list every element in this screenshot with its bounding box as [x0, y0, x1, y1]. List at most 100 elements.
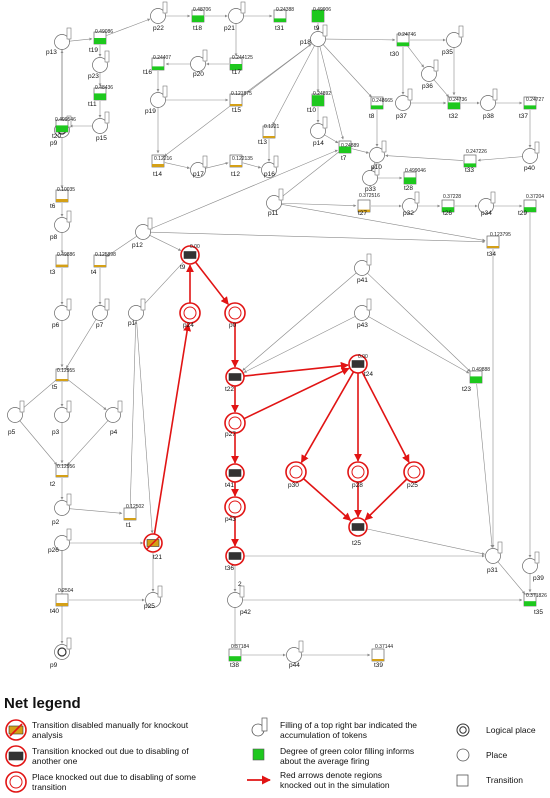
firing-fill	[372, 659, 384, 661]
place-p15	[92, 111, 110, 134]
token-bar-icon	[497, 541, 503, 554]
firing-value-label: 0.24388	[276, 7, 294, 13]
legend-place-label: Place	[486, 750, 508, 760]
firing-value-label: 0.49886	[57, 252, 75, 258]
firing-fill	[56, 125, 68, 132]
firing-fill	[358, 210, 370, 212]
node-label: p15	[96, 135, 107, 142]
node-label: p16	[264, 171, 275, 178]
arc-t25-p31	[366, 528, 485, 556]
arc-t7-p10	[351, 148, 370, 154]
token-bar-icon	[534, 551, 540, 564]
place-p26	[54, 528, 72, 551]
transition-t8	[370, 96, 384, 110]
node-label: t28	[404, 185, 413, 192]
place-p42	[227, 585, 245, 608]
place-circle	[190, 162, 206, 178]
transition-t2	[55, 464, 69, 478]
token-bar-icon	[162, 1, 168, 14]
node-label: p36	[422, 83, 433, 90]
firing-value-label: 0.372516	[359, 193, 380, 199]
place-circle	[7, 407, 23, 423]
transition-t32	[447, 96, 461, 110]
place-p14	[310, 116, 328, 139]
transition-t10	[311, 93, 325, 107]
node-label: p22	[153, 25, 164, 32]
legend-place-shape-icon	[456, 748, 470, 762]
transition-t35	[523, 593, 537, 607]
transition-t12	[229, 154, 243, 168]
transition-t4	[93, 254, 107, 268]
node-label: p43	[225, 516, 236, 523]
place-p32	[402, 191, 420, 214]
firing-value-label: 0.00	[358, 354, 368, 360]
knockout-arc-t21-p24	[153, 323, 192, 535]
place-p34	[478, 191, 496, 214]
arc-t5-p5	[21, 379, 57, 410]
node-label: p7	[96, 322, 104, 329]
node-label: t22	[225, 386, 234, 393]
firing-fill	[94, 38, 106, 44]
node-label: p38	[483, 113, 494, 120]
place-circle	[105, 407, 121, 423]
node-label: p10	[371, 164, 382, 171]
node-label: p23	[88, 73, 99, 80]
firing-value-label: 0.12956	[57, 464, 75, 470]
token-bar-icon	[202, 49, 208, 62]
token-bar-icon	[162, 85, 168, 98]
place-p20	[190, 49, 208, 72]
token-bar-icon	[490, 191, 496, 204]
node-label: t11	[88, 101, 97, 108]
transition-t26	[441, 199, 455, 213]
place-p11	[266, 188, 284, 211]
firing-fill	[56, 475, 68, 477]
arc-t5-p4	[67, 379, 107, 410]
place-p38	[480, 88, 498, 111]
place-circle	[446, 32, 462, 48]
transition-t3	[55, 254, 69, 268]
firing-value-label: 0.248665	[372, 98, 393, 104]
node-label: t39	[374, 662, 383, 669]
arc-p36-t32	[433, 79, 450, 98]
place-p24	[179, 302, 201, 324]
firing-fill	[371, 105, 383, 109]
firing-value-label: 0.37204	[526, 194, 544, 200]
arc-t14-p17	[164, 162, 191, 170]
firing-fill	[524, 105, 536, 109]
arc-p18-t8	[322, 44, 372, 98]
legend-green-text: Degree of green color filling informs ab…	[280, 746, 417, 766]
node-label: t41	[225, 482, 234, 489]
place-circle	[54, 535, 70, 551]
node-label: p8	[50, 234, 58, 241]
firing-fill	[124, 518, 136, 520]
token-bar-icon	[117, 400, 123, 413]
token-bar-icon	[66, 637, 72, 650]
place-circle	[54, 34, 70, 50]
node-label: p9	[50, 140, 58, 147]
token-bar-icon	[492, 88, 498, 101]
place-circle	[402, 198, 418, 214]
firing-fill	[274, 18, 286, 22]
firing-value-label: 0.1221	[264, 124, 280, 130]
transition-box	[351, 360, 365, 368]
knockout-inner-ring	[228, 500, 242, 514]
token-bar-icon	[414, 191, 420, 204]
node-label: t35	[534, 609, 543, 616]
token-bar-icon	[240, 1, 246, 14]
firing-fill	[56, 200, 68, 202]
place-p22	[150, 1, 168, 24]
token-bar-icon	[202, 155, 208, 168]
token-bar-icon	[381, 140, 387, 153]
token-bar-icon	[66, 493, 72, 506]
place-circle	[522, 148, 538, 164]
place-circle	[261, 162, 277, 178]
token-bar-icon	[66, 210, 72, 223]
node-label: t10	[307, 107, 316, 114]
firing-value-label: 0.24407	[153, 55, 171, 61]
logical-place-ring	[57, 647, 67, 657]
node-label: p6	[52, 322, 60, 329]
arc-p12-t7	[149, 149, 338, 230]
transition-t16	[151, 57, 165, 71]
place-circle	[310, 31, 326, 47]
